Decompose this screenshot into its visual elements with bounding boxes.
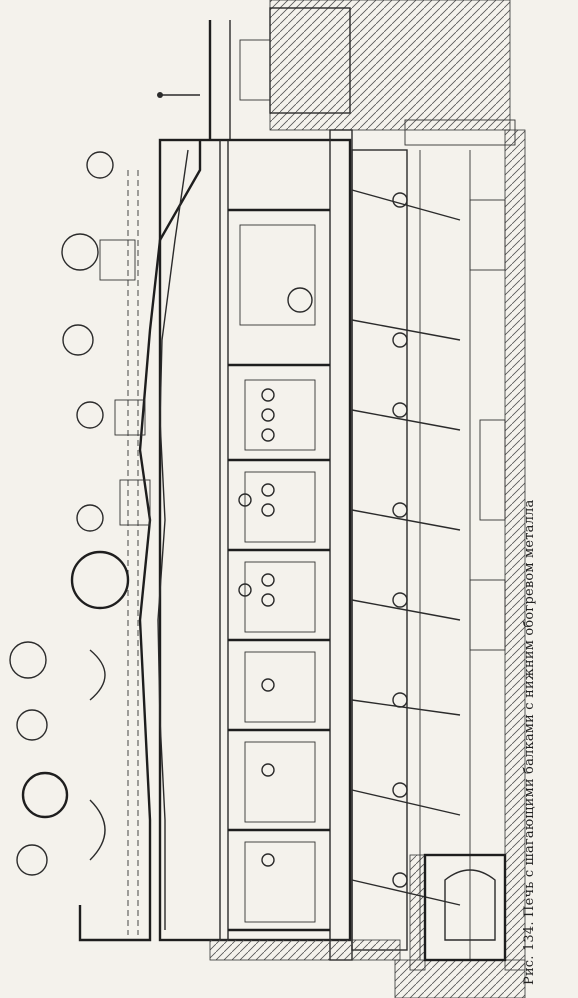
walking-beam-mechanism <box>351 150 506 960</box>
top-machinery <box>157 7 516 146</box>
caption-area: Рис. 134. Печь с шагающими балками с ниж… <box>520 0 578 998</box>
charging-ramp <box>78 140 202 942</box>
lower-burners <box>238 224 316 923</box>
zone-separators <box>228 208 330 932</box>
furnace-chamber <box>158 129 408 961</box>
fans-and-pipes <box>9 151 151 876</box>
refractory-base <box>209 939 401 961</box>
figure-caption: Рис. 134. Печь с шагающими балками с ниж… <box>522 499 537 985</box>
roller-row <box>127 170 139 935</box>
foundation-hatching <box>269 0 526 998</box>
discharge-door <box>423 853 507 962</box>
